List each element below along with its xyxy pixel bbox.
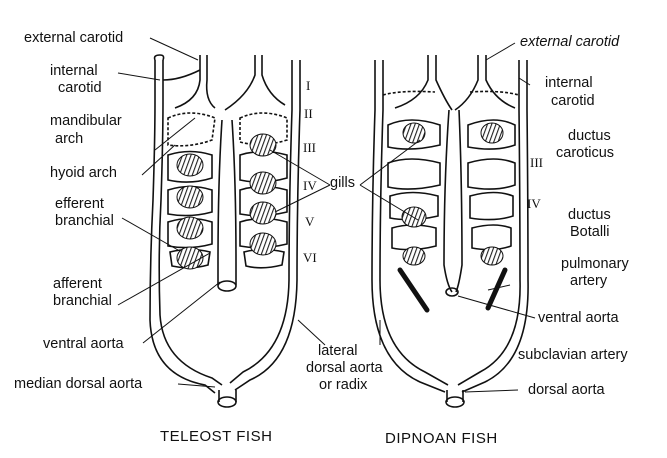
teleost-gills [176, 133, 277, 270]
label-afferent-1: afferent [53, 276, 102, 292]
arch-numeral-4: IV [303, 178, 317, 193]
label-mandibular-arch-1: mandibular [50, 113, 122, 129]
label-internal-carotid-teleost-1: internal [50, 63, 98, 79]
pulmonary-arteries [397, 267, 508, 313]
label-external-carotid-teleost: external carotid [24, 30, 124, 46]
label-median-dorsal-aorta: median dorsal aorta [14, 376, 143, 392]
label-hyoid-arch: hyoid arch [50, 165, 117, 181]
label-efferent-1: efferent [55, 196, 104, 212]
label-subclavian-artery: subclavian artery [518, 347, 628, 363]
label-lateral-3: or radix [319, 377, 368, 393]
arch-numeral-1: I [306, 78, 311, 93]
label-mandibular-arch-2: arch [55, 131, 84, 147]
caption-dipnoan: DIPNOAN FISH [385, 430, 498, 447]
label-internal-carotid-dipnoan-1: internal [545, 75, 593, 91]
dipnoan-arch-numeral-3: III [530, 155, 543, 170]
label-ventral-aorta-teleost: ventral aorta [43, 336, 124, 352]
caption-teleost: TELEOST FISH [160, 428, 273, 445]
label-internal-carotid-teleost-2: carotid [58, 80, 102, 96]
dipnoan-vessels [371, 55, 529, 408]
leader-lines [117, 37, 536, 393]
label-efferent-2: branchial [55, 213, 114, 229]
label-lateral-1: lateral [318, 343, 358, 359]
dipnoan-gills [401, 122, 504, 266]
teleost-vessels [149, 54, 301, 408]
arch-numeral-2: II [304, 106, 313, 121]
label-internal-carotid-dipnoan-2: carotid [551, 93, 595, 109]
label-pulmonary-artery-2: artery [570, 273, 608, 289]
label-ductus-caroticus-1: ductus [568, 128, 611, 144]
label-ductus-caroticus-2: caroticus [556, 145, 615, 161]
arch-numeral-5: V [305, 214, 315, 229]
label-afferent-2: branchial [53, 293, 112, 309]
label-dorsal-aorta: dorsal aorta [528, 382, 605, 398]
dipnoan-arch-numeral-4: IV [527, 196, 541, 211]
label-external-carotid-dipnoan: external carotid [520, 34, 620, 50]
arch-numeral-3: III [303, 140, 316, 155]
label-gills: gills [330, 175, 355, 191]
label-pulmonary-artery-1: pulmonary [561, 256, 629, 272]
arch-numeral-6: VI [303, 250, 317, 265]
label-ductus-botalli-2: Botalli [570, 224, 610, 240]
label-ductus-botalli-1: ductus [568, 207, 611, 223]
label-ventral-aorta-dipnoan: ventral aorta [538, 310, 619, 326]
label-lateral-2: dorsal aorta [306, 360, 383, 376]
